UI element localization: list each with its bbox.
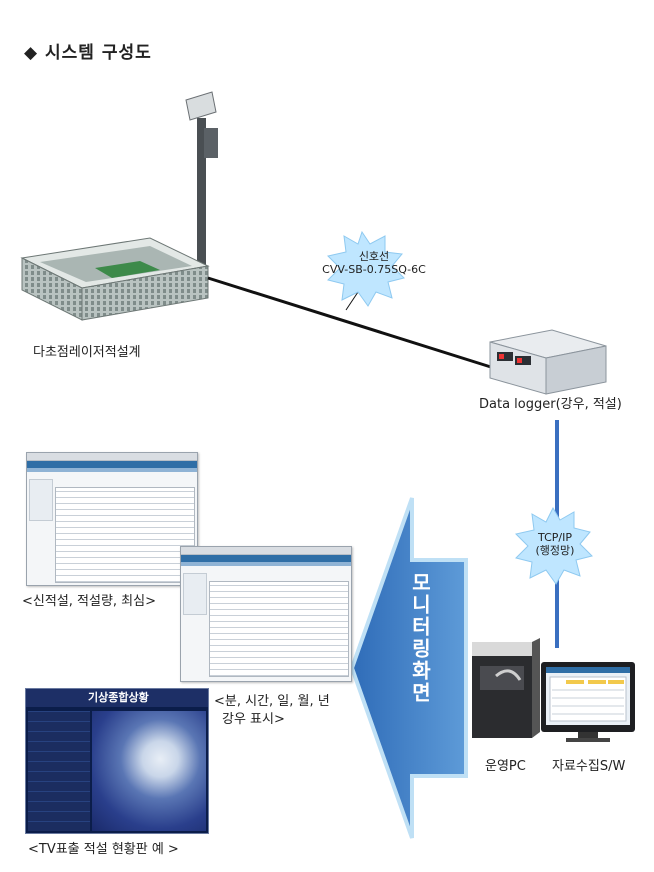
data-logger-icon — [489, 329, 607, 395]
software-monitor-icon — [541, 662, 635, 742]
signal-burst-shape — [327, 230, 405, 307]
screen3-caption: <TV표출 적설 현황판 예 > — [28, 842, 179, 857]
tv-satellite-map — [92, 711, 206, 831]
tcp-label-line2: (행정망) — [535, 544, 575, 557]
tv-snow-status-board: 기상종합상황 — [25, 688, 209, 834]
monitoring-screen-rainfall — [180, 546, 352, 682]
signal-cable-label-line1: 신호선 — [358, 250, 390, 263]
screen1-caption: <신적설, 적설량, 최심> — [22, 594, 156, 609]
laser-snow-gauge-icon — [20, 91, 218, 321]
screen2-caption-line1: <분, 시간, 일, 월, 년 — [214, 694, 330, 709]
sensor-label: 다초점레이저적설계 — [33, 345, 141, 360]
monitoring-arrow-shape — [349, 497, 468, 839]
monitoring-screen-snowfall — [26, 452, 198, 586]
tcp-burst-shape — [515, 506, 593, 585]
callout-line — [345, 291, 359, 311]
page-title: ◆ 시스템 구성도 — [24, 43, 152, 63]
pc-label: 운영PC — [485, 759, 526, 774]
tcp-label: TCP/IP (행정망) — [518, 531, 592, 557]
logger-label: Data logger(강우, 적설) — [479, 397, 622, 412]
screen2-caption-line2: 강우 표시> — [222, 712, 285, 727]
signal-cable-label: 신호선 CVV-SB-0.75SQ-6C — [318, 250, 430, 276]
monitoring-arrow-label: 모니터링화면 — [408, 572, 432, 704]
signal-cable-label-line2: CVV-SB-0.75SQ-6C — [322, 263, 426, 276]
sw-label: 자료수집S/W — [552, 759, 626, 774]
tv-header: 기상종합상황 — [26, 689, 208, 707]
pc-tower-icon — [472, 638, 540, 738]
signal-cable — [207, 276, 495, 370]
tv-data-panel — [28, 711, 90, 831]
tcp-label-line1: TCP/IP — [538, 531, 572, 544]
